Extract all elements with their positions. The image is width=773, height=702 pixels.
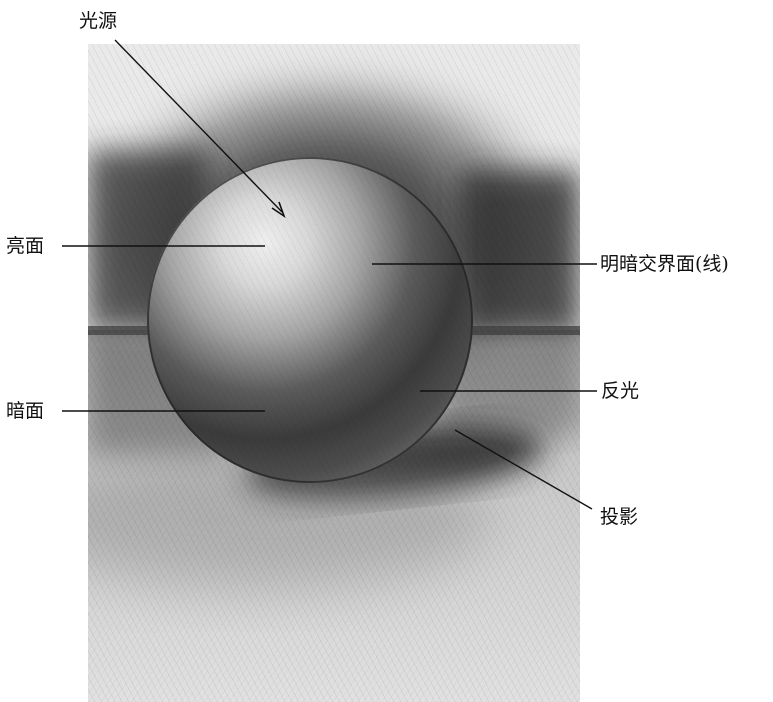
shadow-face-label: 暗面 xyxy=(6,400,45,422)
reflected-light-label: 反光 xyxy=(601,380,640,402)
light-source-label: 光源 xyxy=(79,10,118,32)
light-source-arrowhead xyxy=(271,201,286,219)
light-source-leader xyxy=(114,39,283,213)
terminator-label: 明暗交界面(线) xyxy=(600,253,729,275)
sphere xyxy=(147,157,473,483)
cast-shadow-leader xyxy=(454,429,593,510)
cast-shadow-label: 投影 xyxy=(600,506,639,528)
leader-lines xyxy=(62,39,597,510)
highlight-face-label: 亮面 xyxy=(6,235,45,257)
